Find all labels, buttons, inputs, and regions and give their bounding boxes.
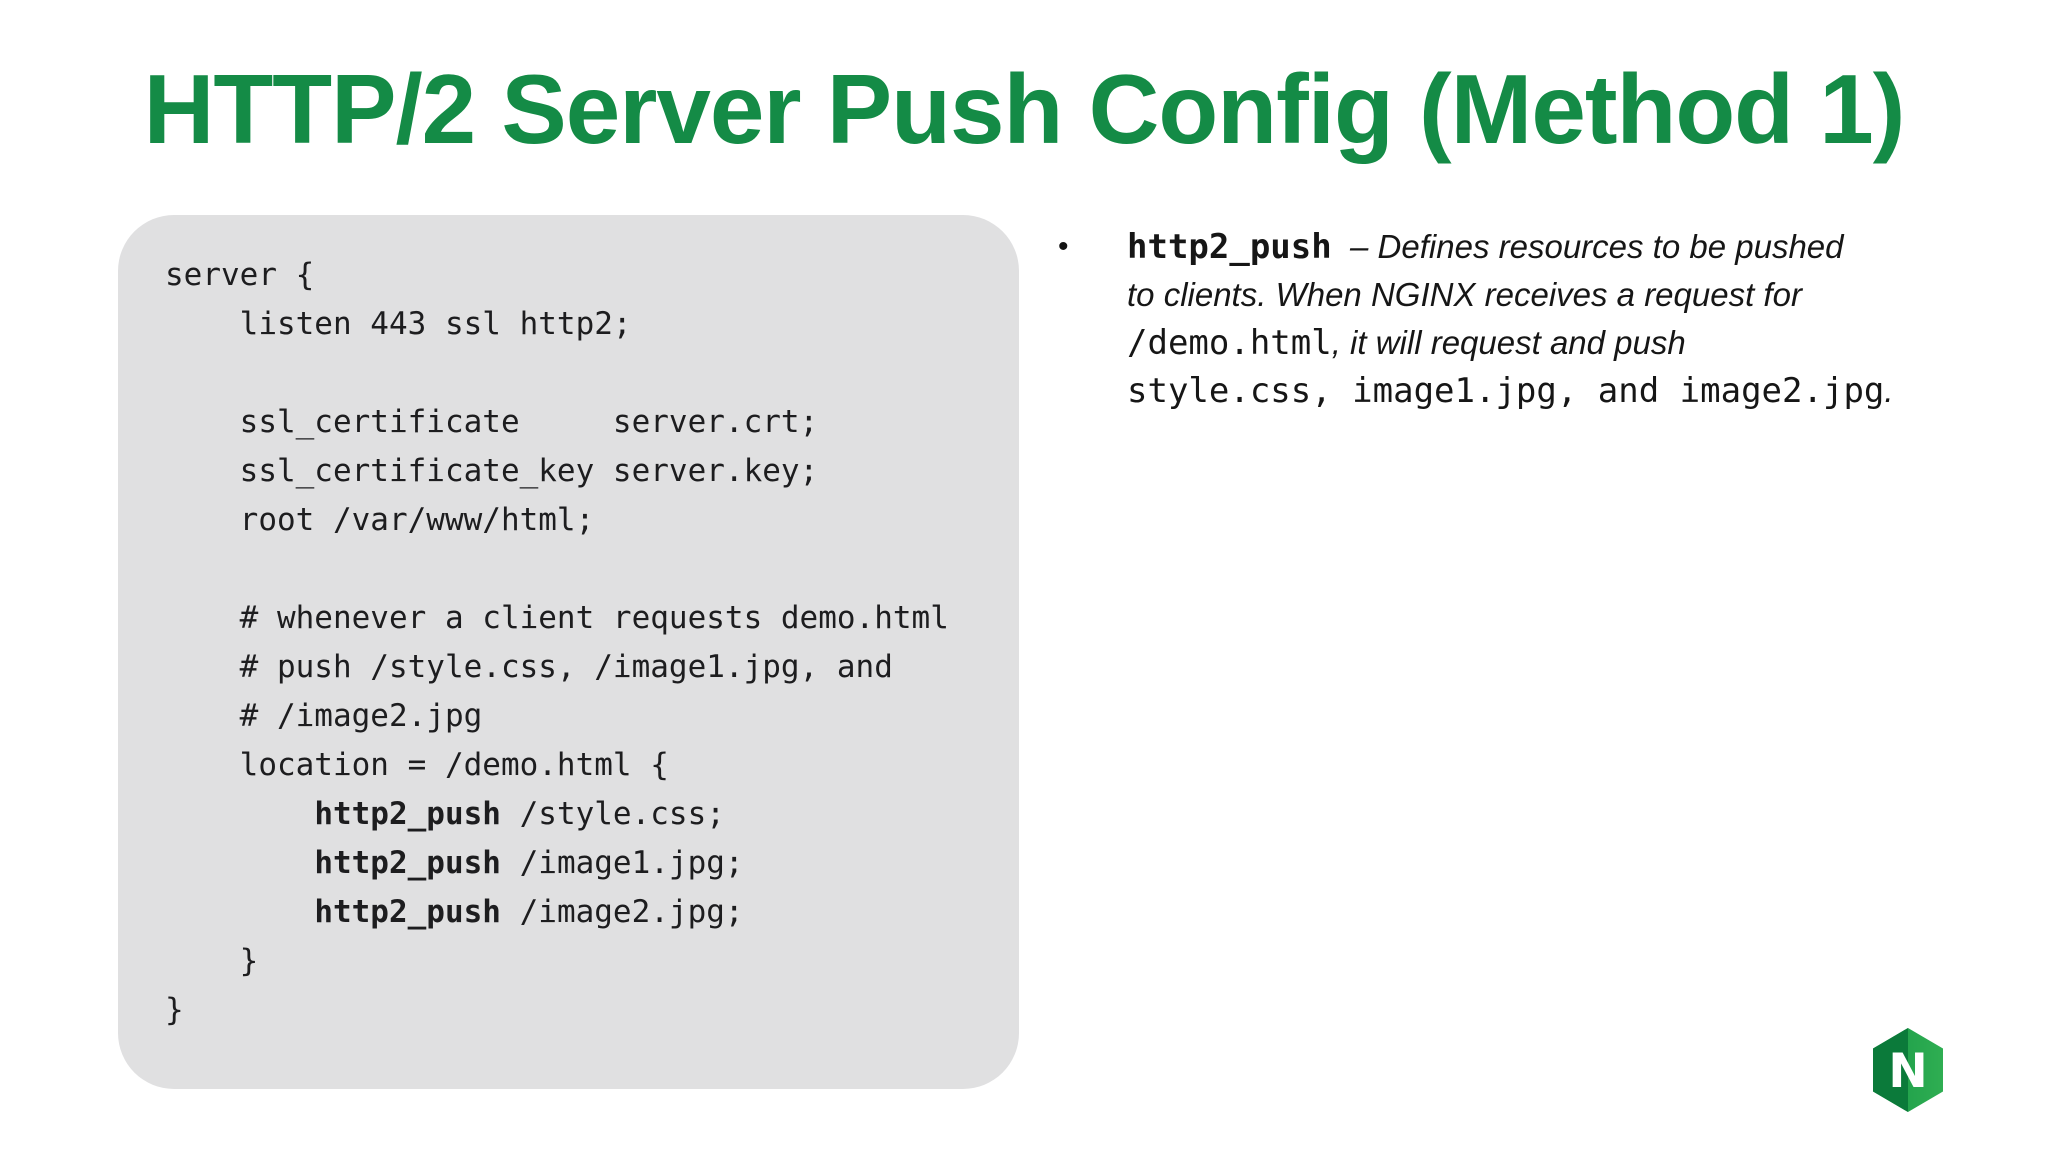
code-line: # /image2.jpg bbox=[165, 698, 483, 734]
code-panel: server { listen 443 ssl http2; ssl_certi… bbox=[118, 215, 1019, 1089]
code-line: # whenever a client requests demo.html bbox=[165, 600, 949, 636]
code-line: http2_push /image2.jpg; bbox=[314, 894, 744, 930]
code-lines: server { listen 443 ssl http2; ssl_certi… bbox=[165, 251, 991, 1035]
page-title: HTTP/2 Server Push Config (Method 1) bbox=[143, 54, 1906, 164]
code-line: ssl_certificate server.crt; bbox=[165, 404, 819, 440]
code-line: location = /demo.html { bbox=[165, 747, 669, 783]
code-line: http2_push /image1.jpg; bbox=[314, 845, 744, 881]
nginx-logo-icon: N bbox=[1873, 1028, 1943, 1112]
bullet-line: http2_push – Defines resources to be pus… bbox=[1127, 227, 1844, 267]
code-line: http2_push /style.css; bbox=[314, 796, 725, 832]
bullet-line: style.css, image1.jpg, and image2.jpg. bbox=[1127, 371, 1894, 411]
code-line: ssl_certificate_key server.key; bbox=[165, 453, 819, 489]
bullet-marker: • bbox=[1058, 230, 1069, 263]
bullet-line: /demo.html, it will request and push bbox=[1127, 323, 1686, 363]
code-line bbox=[165, 545, 991, 594]
code-line: listen 443 ssl http2; bbox=[165, 306, 632, 342]
code-line: } bbox=[165, 943, 259, 979]
bullet-text: http2_push – Defines resources to be pus… bbox=[1127, 223, 1988, 415]
bullet-item: • http2_push – Defines resources to be p… bbox=[1058, 223, 1988, 415]
code-line: server { bbox=[165, 257, 315, 293]
code-line: root /var/www/html; bbox=[165, 502, 595, 538]
code-line bbox=[165, 349, 991, 398]
bullet-line: to clients. When NGINX receives a reques… bbox=[1127, 276, 1802, 313]
hexagon-left-face bbox=[1873, 1028, 1908, 1112]
code-line: } bbox=[165, 992, 184, 1028]
nginx-letter-n: N bbox=[1888, 1044, 1927, 1099]
code-line: # push /style.css, /image1.jpg, and bbox=[165, 649, 893, 685]
